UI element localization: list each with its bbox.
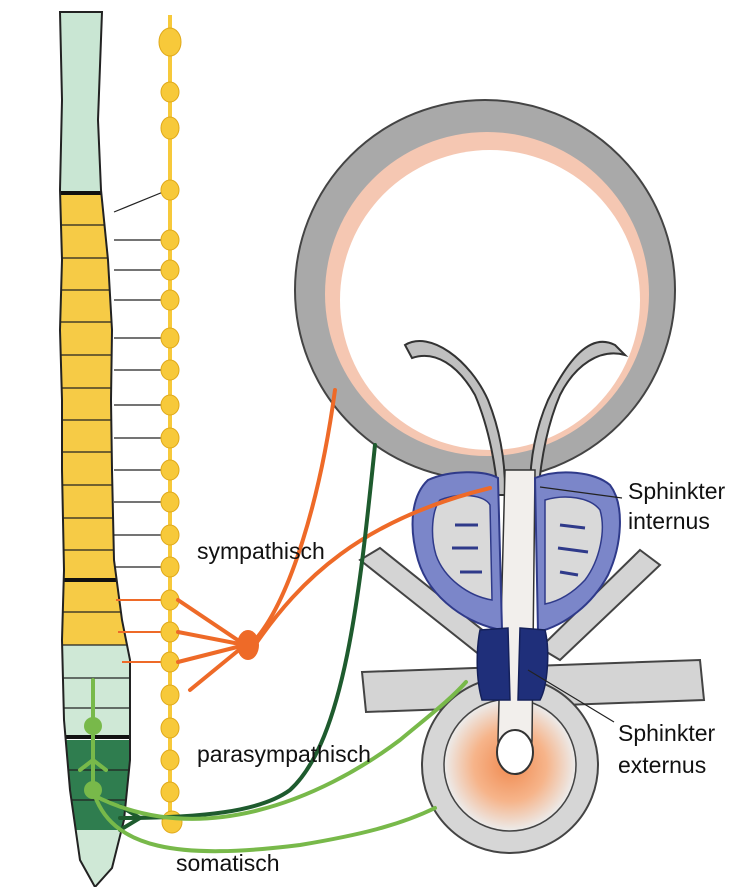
somatic-neuron-body-lower <box>84 781 102 799</box>
label-sphincter-internus-line2: internus <box>628 508 710 535</box>
coccygeal-segment <box>50 830 140 887</box>
label-somatisch: somatisch <box>176 850 280 877</box>
sympathetic-trunk <box>159 15 182 833</box>
label-sphincter-internus-line1: Sphinkter <box>628 478 725 505</box>
cervical-segment <box>50 0 140 195</box>
label-sympathisch: sympathisch <box>197 538 325 565</box>
label-sphincter-externus-line2: externus <box>618 752 706 779</box>
rami-communicantes <box>114 190 168 567</box>
somatic-neuron-body <box>84 717 102 735</box>
urethra <box>498 470 535 763</box>
sympathetic-ganglion <box>237 630 259 660</box>
label-parasympathisch: parasympathisch <box>197 741 371 768</box>
label-sphincter-externus-line1: Sphinkter <box>618 720 715 747</box>
